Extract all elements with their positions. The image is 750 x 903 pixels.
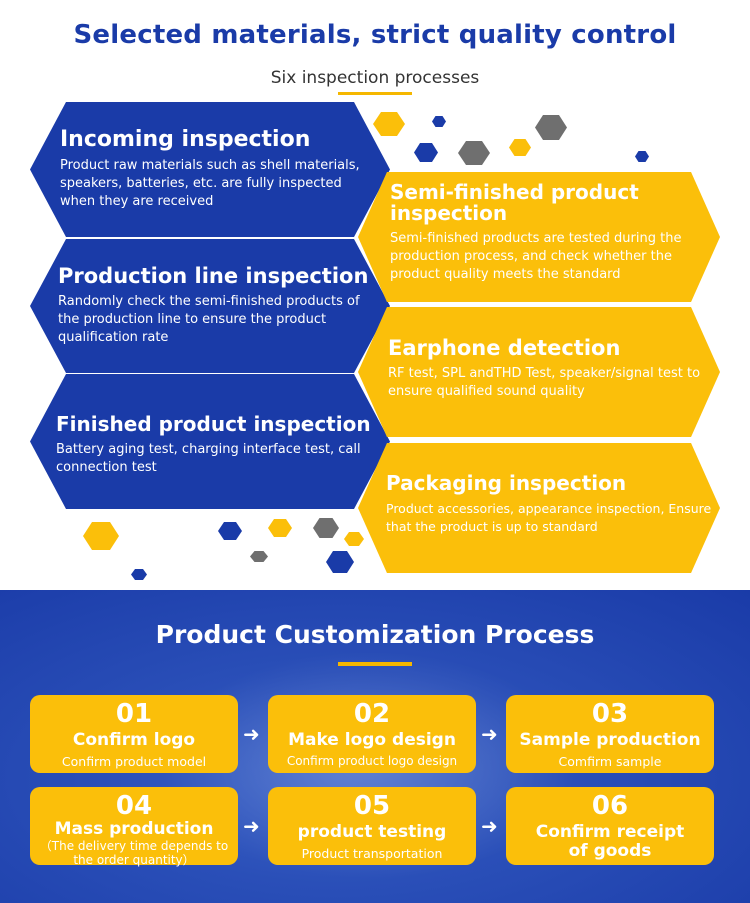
step-number: 02 bbox=[353, 699, 391, 729]
decor-hexagon bbox=[83, 522, 119, 550]
customization-process-section: Product Customization Process 01 Confirm… bbox=[0, 590, 750, 903]
arrow-right-icon: ➜ bbox=[243, 814, 260, 838]
step-number: 06 bbox=[591, 791, 629, 821]
step-title: Make logo design bbox=[288, 730, 456, 750]
earphone-detection-card: Earphone detection RF test, SPL andTHD T… bbox=[358, 307, 720, 437]
decor-hexagon bbox=[509, 139, 531, 156]
arrow-right-icon: ➜ bbox=[481, 722, 498, 746]
decor-hexagon bbox=[131, 569, 147, 580]
card-title: Finished product inspection bbox=[56, 412, 371, 436]
card-title: Earphone detection bbox=[388, 336, 621, 360]
packaging-inspection-card: Packaging inspection Product accessories… bbox=[358, 443, 720, 573]
page-title: Selected materials, strict quality contr… bbox=[73, 20, 677, 50]
subtitle-underline bbox=[338, 92, 412, 95]
process-step-01: 01 Confirm logo Confirm product model bbox=[30, 695, 238, 773]
decor-hexagon bbox=[432, 116, 446, 127]
process-step-06: 06 Confirm receipt of goods bbox=[506, 787, 714, 865]
decor-hexagon bbox=[535, 115, 567, 140]
decor-hexagon bbox=[250, 551, 268, 562]
decor-hexagon bbox=[373, 112, 405, 136]
card-title: Packaging inspection bbox=[386, 471, 627, 495]
step-number: 01 bbox=[115, 699, 153, 729]
decor-hexagon bbox=[268, 519, 292, 537]
process-step-05: 05 product testing Product transportatio… bbox=[268, 787, 476, 865]
arrow-right-icon: ➜ bbox=[243, 722, 260, 746]
card-description: Product raw materials such as shell mate… bbox=[60, 158, 360, 210]
incoming-inspection-card: Incoming inspection Product raw material… bbox=[30, 102, 390, 237]
card-title: Incoming inspection bbox=[60, 127, 311, 152]
process-step-03: 03 Sample production Comfirm sample bbox=[506, 695, 714, 773]
step-number: 04 bbox=[115, 791, 153, 821]
card-description: Semi-finished products are tested during… bbox=[390, 231, 682, 283]
step-number: 05 bbox=[353, 791, 391, 821]
decor-hexagon bbox=[458, 141, 490, 165]
card-description: RF test, SPL andTHD Test, speaker/signal… bbox=[388, 366, 701, 400]
decor-hexagon bbox=[313, 518, 339, 538]
step-subtitle: Product transportation bbox=[301, 845, 443, 861]
finished-product-inspection-card: Finished product inspection Battery agin… bbox=[30, 374, 390, 509]
step-subtitle: Confirm product model bbox=[61, 753, 207, 769]
production-line-inspection-card: Production line inspection Randomly chec… bbox=[30, 239, 390, 373]
process-title: Product Customization Process bbox=[155, 620, 595, 649]
page-subtitle: Six inspection processes bbox=[270, 68, 480, 88]
decor-hexagon bbox=[635, 151, 649, 162]
inspection-section: Selected materials, strict quality contr… bbox=[30, 20, 720, 580]
semi-finished-inspection-card: Semi-finished product inspection Semi-fi… bbox=[358, 172, 720, 302]
process-title-underline bbox=[338, 662, 412, 666]
decor-hexagon bbox=[218, 522, 242, 540]
step-title: Confirm logo bbox=[72, 730, 196, 750]
step-title: Mass production bbox=[54, 819, 214, 839]
arrow-right-icon: ➜ bbox=[481, 814, 498, 838]
decor-hexagon bbox=[326, 551, 354, 573]
step-subtitle: Comfirm sample bbox=[558, 753, 662, 769]
decor-hexagon bbox=[344, 532, 364, 546]
card-title: Semi-finished product inspection bbox=[390, 180, 639, 225]
decor-hexagon bbox=[414, 143, 438, 162]
card-description: Product accessories, appearance inspecti… bbox=[386, 501, 712, 534]
step-subtitle: Confirm product logo design bbox=[286, 753, 458, 768]
card-title: Production line inspection bbox=[58, 264, 369, 288]
step-number: 03 bbox=[591, 699, 629, 729]
card-description: Battery aging test, charging interface t… bbox=[56, 442, 361, 476]
step-subtitle: （The delivery time depends to the order … bbox=[39, 838, 229, 868]
process-step-04: 04 Mass production （The delivery time de… bbox=[30, 787, 238, 868]
step-title: Confirm receipt of goods bbox=[535, 822, 685, 861]
step-title: Sample production bbox=[519, 730, 701, 750]
process-step-02: 02 Make logo design Confirm product logo… bbox=[268, 695, 476, 773]
card-description: Randomly check the semi-finished product… bbox=[58, 294, 360, 346]
step-title: product testing bbox=[297, 822, 447, 842]
